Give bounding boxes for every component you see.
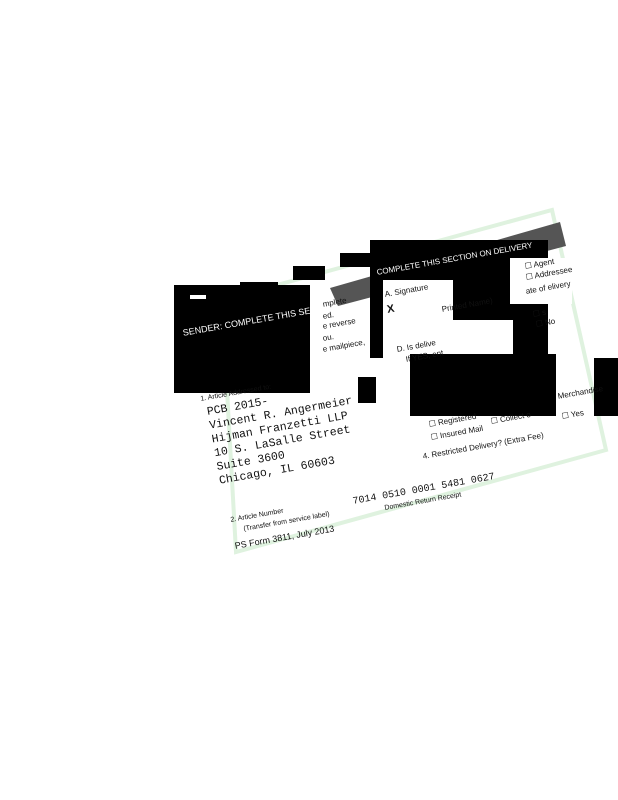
no-label: No [544,316,556,328]
redaction-block [410,354,556,416]
agent-box [510,258,572,304]
redaction-block [594,358,618,416]
redaction-block [293,266,325,280]
printed-name-area [453,320,513,356]
signature-area [383,280,453,358]
redaction-block [190,295,206,299]
redaction-block [340,253,370,267]
redaction-block [174,285,310,393]
redaction-block [240,282,278,298]
sender-fragment: ou. [322,332,335,343]
redaction-block [358,377,376,403]
